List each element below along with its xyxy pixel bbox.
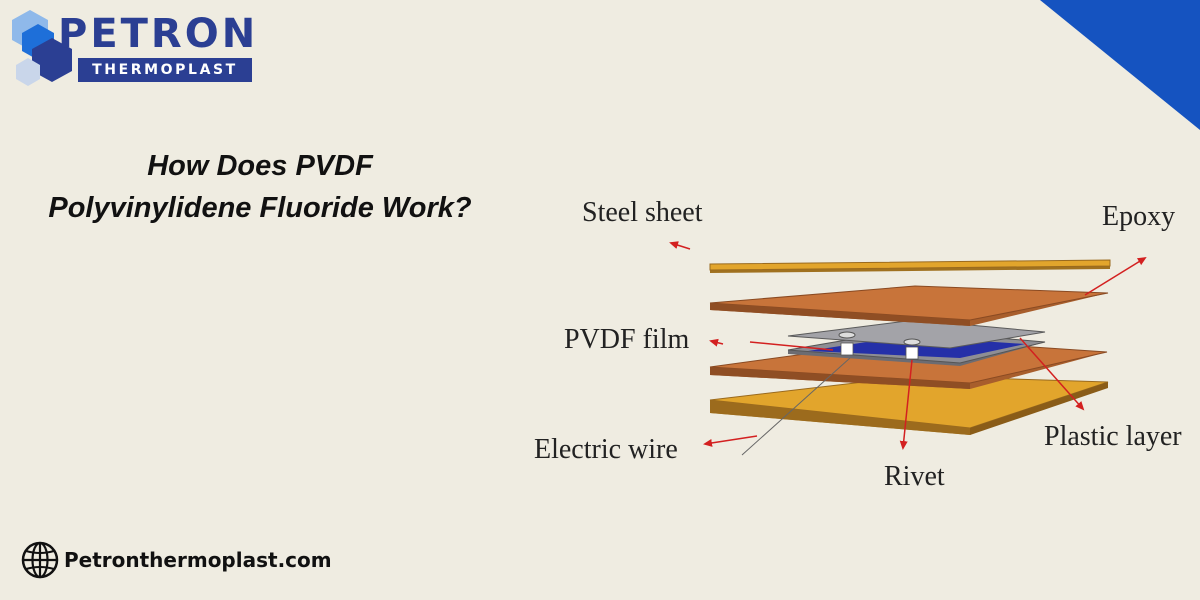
pvdf-film-arrow-right — [749, 341, 834, 351]
rivet-arrow — [899, 359, 913, 450]
epoxy-arrow — [1084, 256, 1147, 296]
pvdf-layer-diagram: Steel sheet Epoxy PVDF film Electric wir… — [520, 180, 1200, 514]
electric-wire-arrow — [703, 435, 758, 447]
pvdf-film-assembly — [787, 319, 1046, 366]
brand-subtitle-bar: THERMOPLAST — [78, 58, 252, 82]
electric-wire-line — [741, 357, 851, 456]
website-link[interactable]: Petronthermoplast.com — [64, 548, 332, 572]
top-steel-sheet — [709, 259, 1111, 273]
globe-icon — [21, 541, 59, 579]
corner-decoration — [1040, 0, 1200, 130]
label-plastic-layer: Plastic layer — [1044, 421, 1182, 452]
label-rivet: Rivet — [884, 461, 945, 492]
label-steel-sheet: Steel sheet — [582, 197, 703, 228]
upper-epoxy-layer — [709, 285, 1109, 326]
steel-sheet-arrow — [669, 241, 691, 250]
title-line-1: How Does PVDF — [147, 150, 373, 182]
label-epoxy: Epoxy — [1102, 201, 1176, 232]
brand-name: PETRON — [58, 11, 259, 57]
layer-diagram-graphic — [669, 241, 1147, 456]
label-electric-wire: Electric wire — [534, 434, 678, 465]
label-pvdf-film: PVDF film — [564, 324, 690, 355]
page-title: How Does PVDF Polyvinylidene Fluoride Wo… — [10, 145, 510, 229]
plastic-layer-arrow — [1019, 337, 1085, 411]
title-line-2: Polyvinylidene Fluoride Work? — [48, 192, 472, 224]
label-arrows — [669, 241, 1147, 450]
brand-subtitle: THERMOPLAST — [92, 62, 238, 78]
brand-logo[interactable]: PETRON THERMOPLAST — [10, 8, 260, 98]
hexagon-logo-icon — [12, 10, 72, 86]
pvdf-film-arrow-left — [709, 338, 724, 347]
